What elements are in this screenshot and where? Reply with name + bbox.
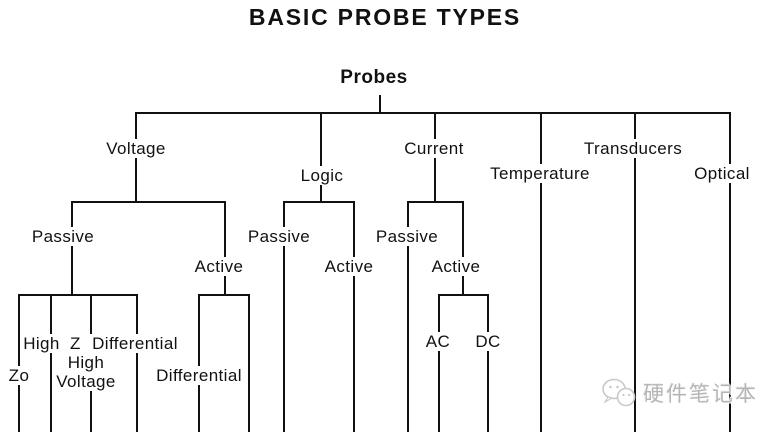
- connector-line: [438, 294, 489, 296]
- node-label-current-passive: Passive: [372, 227, 442, 246]
- connector-line: [320, 112, 322, 203]
- connector-line: [379, 95, 381, 113]
- watermark: 硬件笔记本: [602, 378, 758, 408]
- connector-line: [462, 201, 464, 296]
- node-label-current-active: Active: [428, 257, 484, 276]
- node-label-zo: Zo: [5, 366, 33, 385]
- wechat-chat-bubbles-icon: [602, 378, 638, 408]
- node-label-high-voltage: High Voltage: [53, 353, 119, 391]
- connector-line: [224, 201, 226, 296]
- connector-line: [438, 294, 440, 432]
- connector-line: [634, 112, 636, 432]
- connector-line: [284, 201, 355, 203]
- node-label-voltage-passive: Passive: [28, 227, 98, 246]
- node-label-dc: DC: [472, 332, 504, 351]
- node-label-ac: AC: [422, 332, 454, 351]
- connector-line: [283, 201, 285, 432]
- connector-line: [353, 201, 355, 432]
- connector-line: [18, 294, 20, 432]
- connector-line: [408, 201, 464, 203]
- node-label-logic-passive: Passive: [244, 227, 314, 246]
- node-label-logic-active: Active: [321, 257, 377, 276]
- connector-line: [198, 294, 200, 432]
- connector-line: [199, 294, 250, 296]
- node-label-temperature: Temperature: [487, 164, 593, 183]
- connector-line: [19, 294, 138, 296]
- node-label-voltage: Voltage: [103, 139, 169, 158]
- node-label-logic: Logic: [297, 166, 347, 185]
- node-label-active-differential: Differential: [153, 366, 245, 385]
- node-label-probes: Probes: [337, 67, 411, 89]
- connector-line: [72, 201, 226, 203]
- connector-line: [136, 294, 138, 432]
- node-label-optical: Optical: [691, 164, 753, 183]
- connector-line: [540, 112, 542, 432]
- connector-line: [50, 294, 52, 432]
- connector-line: [248, 294, 250, 432]
- node-label-high-z: High Z: [20, 334, 84, 353]
- connector-line: [71, 201, 73, 296]
- node-label-voltage-active: Active: [191, 257, 247, 276]
- connector-line: [407, 201, 409, 432]
- connector-line: [729, 112, 731, 432]
- connector-line: [136, 112, 731, 114]
- node-label-transducers: Transducers: [580, 139, 686, 158]
- connector-line: [487, 294, 489, 432]
- node-label-current: Current: [401, 139, 467, 158]
- watermark-text: 硬件笔记本: [643, 383, 758, 406]
- node-label-passive-differential: Differential: [89, 334, 181, 353]
- diagram-title: BASIC PROBE TYPES: [248, 4, 522, 30]
